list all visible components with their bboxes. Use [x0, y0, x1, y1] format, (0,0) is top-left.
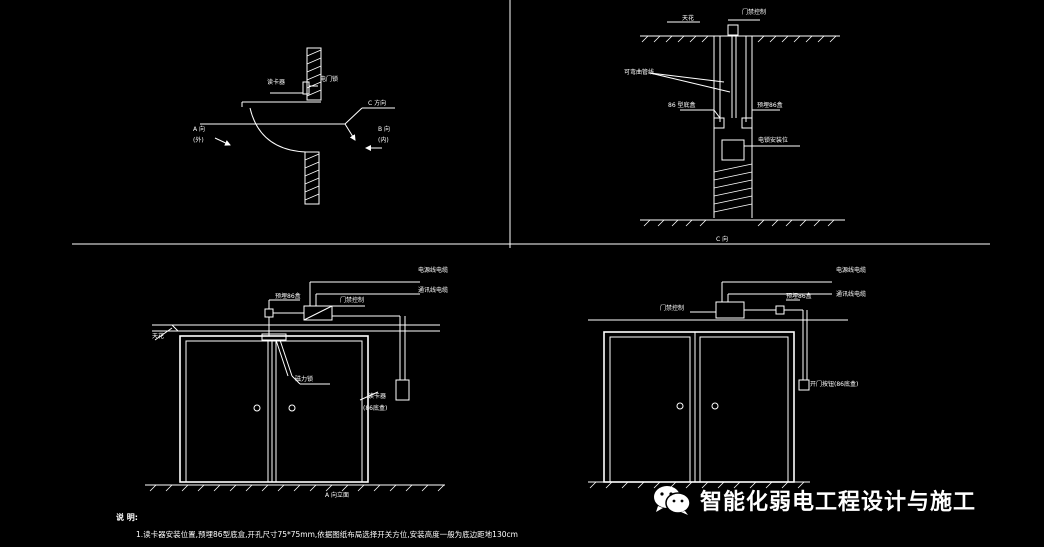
- label-card-reader-a: 读卡器: [368, 392, 386, 400]
- notes-title: 说 明:: [116, 512, 138, 522]
- label-door-lock: 电门锁: [320, 75, 338, 83]
- label-b-direction-sub: (内): [378, 136, 389, 144]
- label-exit-button: 开门按钮(86底盒): [810, 380, 858, 388]
- label-conduit: 可弯曲管线: [624, 68, 654, 76]
- watermark: 智能化弱电工程设计与施工: [652, 484, 976, 516]
- label-magnet-lock: 磁力锁: [295, 375, 313, 383]
- label-controller-b: 门禁控制: [660, 304, 684, 312]
- label-a-direction: A 向: [193, 125, 205, 133]
- wechat-icon: [654, 486, 691, 515]
- caption-a-view: A 向立面: [325, 491, 349, 499]
- label-controller-a: 门禁控制: [340, 296, 364, 304]
- label-lock-position: 电锁安装位: [758, 136, 788, 144]
- label-box-86-right: 预埋86盒: [757, 101, 783, 109]
- elevation-a-view: [145, 281, 445, 492]
- plan-view: [200, 47, 395, 205]
- elevation-b-view: [588, 281, 848, 489]
- label-power-line-b: 电源线电缆: [836, 266, 866, 274]
- label-b-direction: B 向: [378, 125, 390, 133]
- label-box-86-b: 预埋86盒: [786, 292, 812, 300]
- section-c-view: [640, 19, 845, 227]
- label-a-direction-sub: (外): [193, 136, 204, 144]
- label-box-86-a: 预埋86盒: [275, 292, 301, 300]
- watermark-text: 智能化弱电工程设计与施工: [700, 490, 977, 515]
- notes-line-1: 1.读卡器安装位置,预埋86型底盒,开孔尺寸75*75mm,依据图纸布局选择开关…: [136, 529, 518, 539]
- panel-dividers: [72, 0, 990, 248]
- label-card-reader-sub-a: (86底盒): [363, 404, 387, 412]
- caption-c-view: C 向: [716, 235, 728, 243]
- label-box-86-left: 86 型底盒: [668, 101, 696, 109]
- label-card-reader: 读卡器: [267, 78, 285, 86]
- label-power-line-a: 电源线电缆: [418, 266, 448, 274]
- label-ceiling-a: 天花: [152, 332, 164, 340]
- label-network-line-b: 通讯线电缆: [836, 290, 866, 298]
- label-ceiling: 天花: [682, 14, 694, 22]
- label-c-direction: C 方向: [368, 99, 386, 107]
- label-network-line-a: 通讯线电缆: [418, 286, 448, 294]
- label-door-controller: 门禁控制: [742, 8, 766, 16]
